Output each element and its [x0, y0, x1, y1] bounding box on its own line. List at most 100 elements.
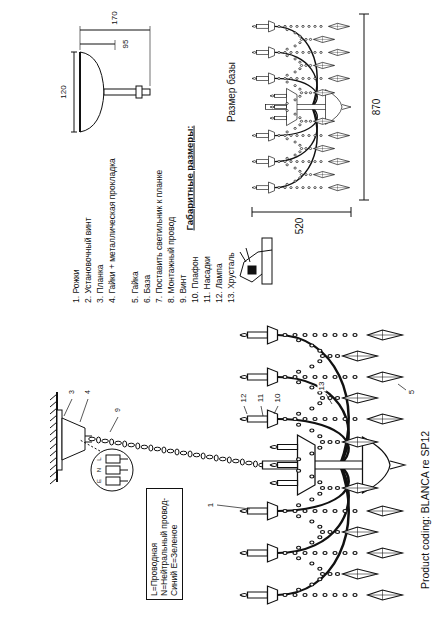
crystal-pendant: [368, 372, 403, 382]
crystal-pendant: [343, 393, 378, 403]
crystal-bead: [323, 417, 327, 420]
crystal-bead: [320, 51, 322, 53]
crystal-bead: [320, 187, 322, 189]
canopy: [62, 418, 85, 460]
cup: [269, 182, 275, 193]
crystal-bead: [284, 51, 286, 53]
crystal-bead: [286, 157, 288, 159]
crystal-bead: [305, 174, 307, 176]
hatch-stroke: [50, 450, 57, 456]
chain-link: [102, 439, 109, 443]
crystal-bead: [286, 48, 288, 50]
nut: [136, 86, 142, 98]
crystal-bead: [284, 161, 286, 163]
crystal-pendant: [343, 483, 378, 493]
crystal-facet: [368, 548, 403, 558]
crystal-bead: [320, 135, 322, 137]
crystal-facet: [329, 185, 350, 191]
crystal-bead: [278, 51, 280, 53]
crystal-bead: [300, 64, 302, 66]
chain-link: [193, 453, 200, 457]
cup: [269, 156, 275, 167]
hatch-stroke: [50, 394, 57, 400]
crystal-bead: [299, 170, 301, 172]
crystal-bead: [302, 25, 304, 27]
crystal-bead: [293, 417, 297, 420]
crystal-bead: [323, 333, 327, 336]
dimension-tick: [359, 14, 369, 200]
chain-link: [110, 439, 114, 445]
crystal-bead: [302, 161, 304, 163]
chain-link: [136, 443, 140, 449]
cup: [268, 326, 278, 344]
chain-link: [246, 461, 253, 465]
crystal-facet: [329, 158, 350, 164]
chain-link: [154, 447, 161, 451]
hatch-stroke: [50, 401, 57, 407]
dimension: 870: [371, 99, 383, 116]
crystal-pendant: [314, 118, 335, 124]
crystal-bead: [321, 572, 325, 575]
crystal-bead: [284, 77, 286, 79]
crystal-facet: [343, 569, 378, 579]
crystal-bead: [313, 333, 317, 336]
crystal-facet: [329, 75, 350, 81]
hatch-stroke: [50, 408, 57, 414]
crystal-bead: [278, 25, 280, 27]
crystal-bead: [336, 486, 340, 489]
crystal-bead: [300, 120, 302, 122]
callout-number: 11: [256, 393, 265, 403]
crystal-bead: [294, 71, 296, 73]
crystal-bead: [313, 375, 317, 378]
crystal-bead: [313, 509, 317, 512]
flame: [252, 25, 257, 27]
dimension: 520: [294, 218, 306, 235]
crystal-bead: [321, 354, 325, 357]
crystal-bead: [299, 95, 301, 97]
crystal-facet: [314, 90, 335, 96]
flame: [270, 95, 275, 97]
chain-link: [149, 445, 153, 451]
crystal-bead: [353, 333, 357, 336]
crystal-bead: [309, 64, 311, 66]
hatch-stroke: [50, 443, 57, 449]
crystal-bead: [343, 375, 347, 378]
arm: [278, 377, 349, 465]
crystal-bead: [297, 381, 301, 384]
crystal-pendant: [368, 506, 403, 516]
hatch-stroke: [50, 478, 57, 484]
chain-link: [233, 459, 240, 463]
candle: [278, 445, 298, 450]
chain-link: [180, 451, 187, 455]
crystal-pendant: [329, 75, 350, 81]
crystal-bead: [302, 135, 304, 137]
crystal-bead: [294, 113, 296, 115]
candle: [257, 25, 269, 29]
crystal-bead: [293, 375, 297, 378]
crystal-bead: [323, 551, 327, 554]
candle: [275, 105, 287, 108]
crystal-bead: [284, 25, 286, 27]
crystal-bead: [300, 174, 302, 176]
part-list-item: 4. Гайки + металлическая прокладка: [108, 153, 118, 303]
crystal-facet: [329, 49, 350, 55]
chain-link: [128, 443, 135, 447]
crystal-bead: [321, 486, 325, 489]
crystal-bead: [293, 333, 297, 336]
crystal-bead: [302, 187, 304, 189]
part-list-item: 10. Плафон: [191, 257, 201, 303]
crystal-bead: [313, 593, 317, 596]
dimension-tick: [71, 52, 77, 132]
crystal-facet: [368, 414, 403, 424]
part-list-item: 5. Гайка: [131, 271, 141, 303]
crystal-bead: [309, 92, 311, 94]
callout-number: 12: [239, 393, 248, 404]
crystal-bead: [290, 77, 292, 79]
crystal-bead: [290, 25, 292, 27]
dimension-line: [252, 212, 351, 213]
crystal-bead: [314, 161, 316, 163]
wiring-note-box: L=Проводная N=Нейтральный провод-Синий E…: [146, 488, 183, 600]
crystal-bead: [333, 593, 337, 596]
crystal-bead: [303, 417, 307, 420]
